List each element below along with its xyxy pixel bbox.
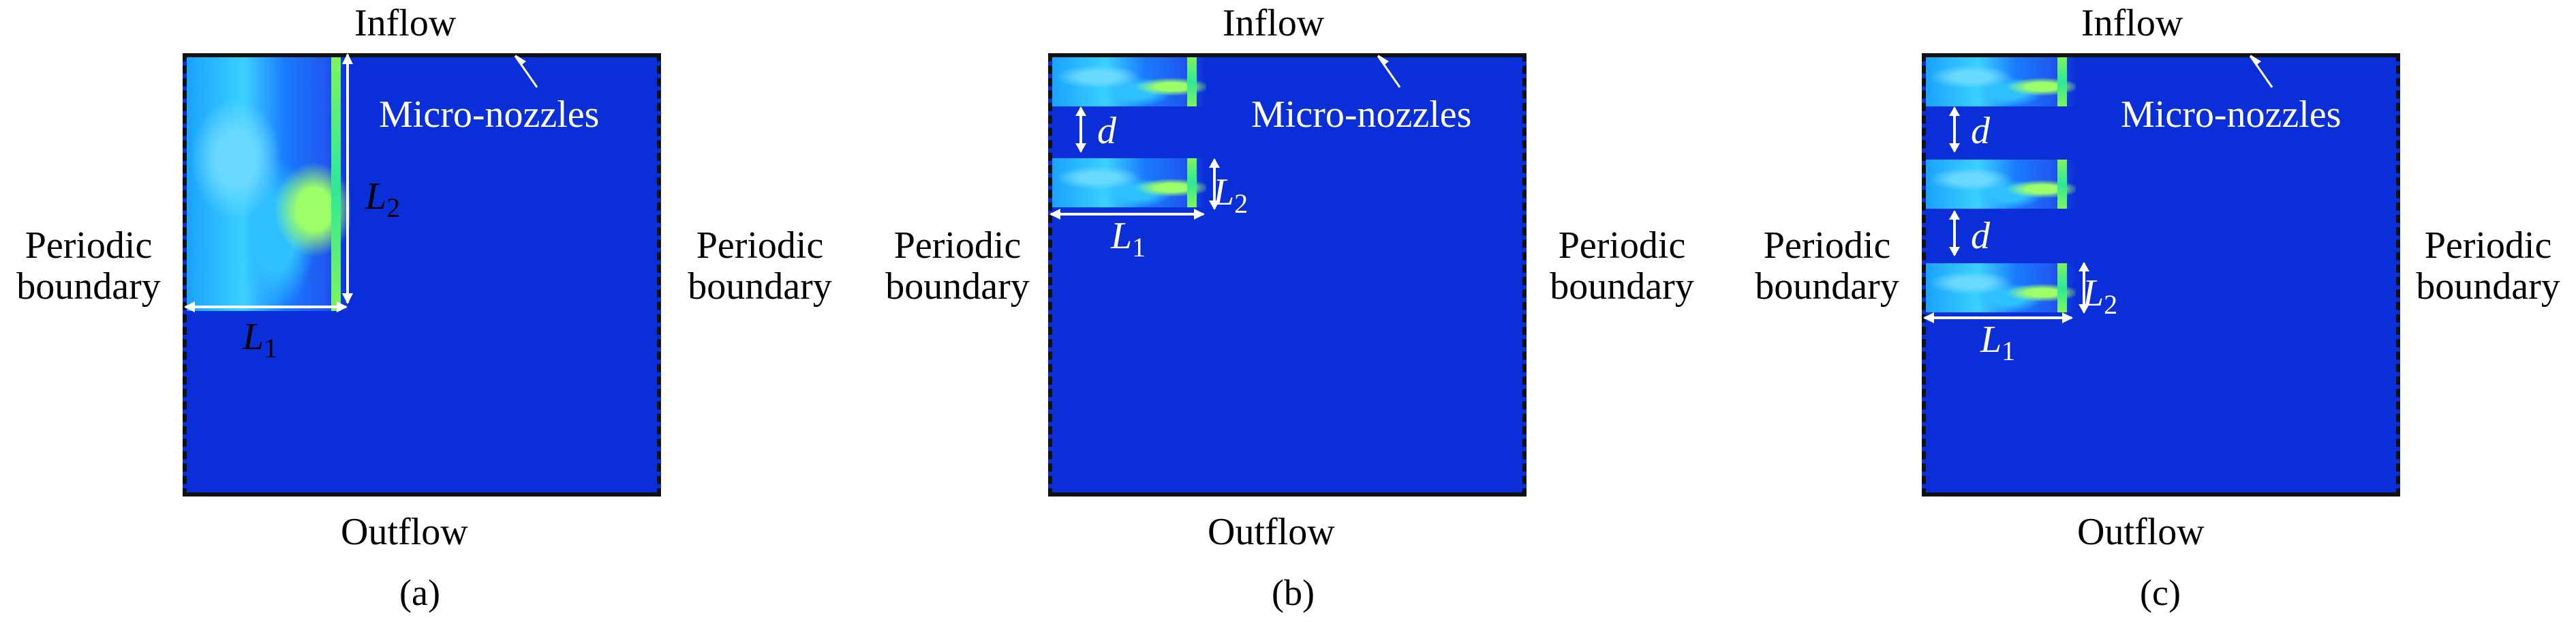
outflow-label: Outflow [341, 511, 468, 553]
micro-nozzles-label: Micro-nozzles [379, 93, 600, 136]
d-spacing-label: d [1971, 110, 1990, 152]
panel-caption: (c) [2140, 572, 2181, 613]
jet-region [1052, 57, 1206, 106]
l1-dimension-label: L1 [243, 316, 278, 364]
jet-region [187, 57, 350, 311]
inflow-label: Inflow [2081, 2, 2183, 44]
jet-region [1052, 158, 1206, 207]
jet-region [1926, 263, 2076, 312]
l2-dimension-label: L2 [365, 175, 401, 224]
simulation-domain [1922, 53, 2400, 497]
annotation-arrows [1049, 55, 1401, 220]
l1-dimension-label: L1 [1111, 215, 1146, 263]
d-spacing-label: d [1971, 215, 1990, 257]
inflow-label: Inflow [354, 2, 457, 44]
jet-region [1926, 57, 2076, 106]
outflow-label: Outflow [1208, 511, 1335, 553]
panel-caption: (a) [399, 572, 440, 613]
panel-caption: (b) [1272, 572, 1315, 613]
d-spacing-label: d [1097, 110, 1116, 152]
l1-dimension-label: L1 [1980, 319, 2016, 367]
micro-nozzles-label: Micro-nozzles [2121, 93, 2342, 136]
annotation-arrows [1923, 55, 2273, 323]
outflow-label: Outflow [2077, 511, 2205, 553]
annotation-arrows [184, 53, 538, 312]
jet-region [1926, 160, 2076, 209]
micro-nozzles-label: Micro-nozzles [1251, 93, 1472, 136]
simulation-domain [183, 53, 661, 497]
inflow-label: Inflow [1223, 2, 1325, 44]
simulation-domain [1048, 53, 1527, 497]
